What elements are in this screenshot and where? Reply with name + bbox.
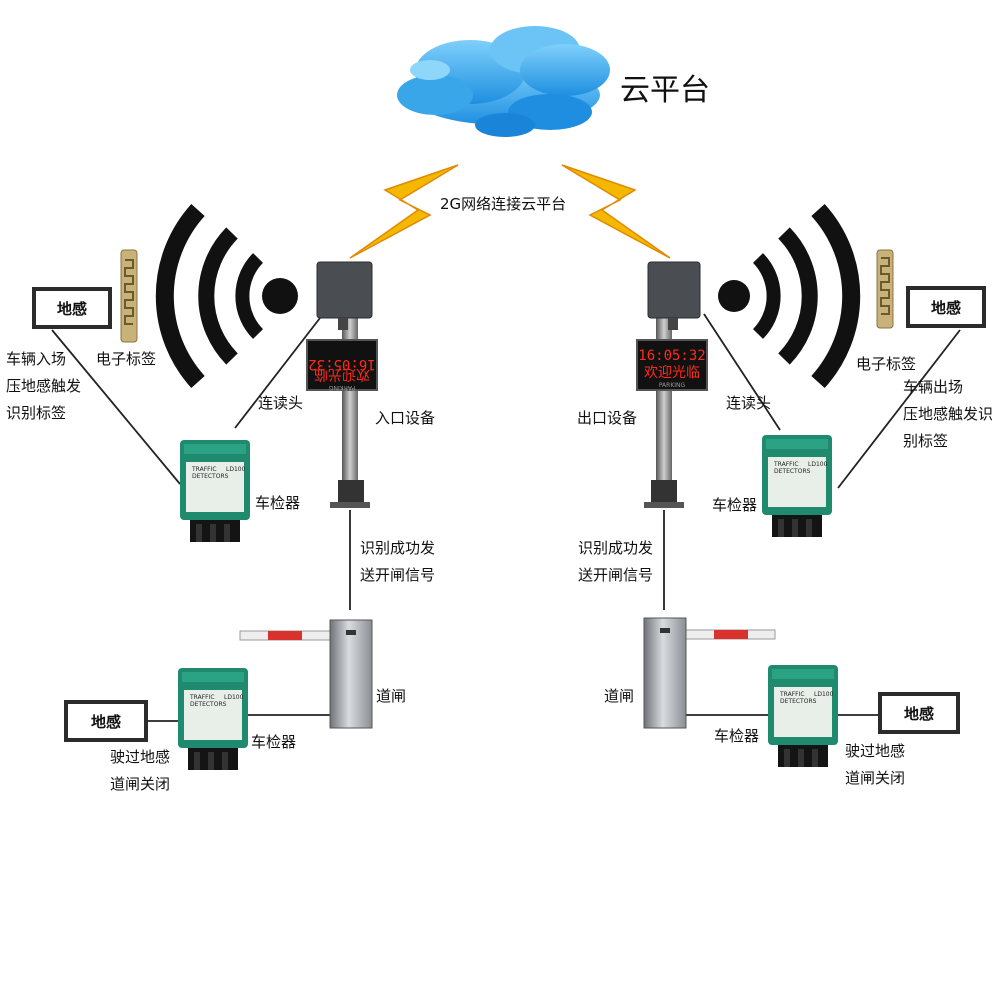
svg-text:LD100: LD100 — [226, 466, 246, 473]
ground-loop-box-right-entry: 地感 — [906, 286, 986, 328]
ground-loop-box-right-exit: 地感 — [878, 692, 960, 734]
svg-text:TRAFFIC: TRAFFIC — [779, 691, 805, 698]
svg-text:DETECTORS: DETECTORS — [192, 473, 229, 480]
detector-label-left-entry: 车检器 — [255, 494, 301, 512]
connector-lines — [51, 313, 961, 722]
svg-text:TRAFFIC: TRAFFIC — [773, 461, 799, 468]
reader-label-left: 连读头 — [258, 394, 304, 412]
svg-text:DETECTORS: DETECTORS — [190, 701, 227, 708]
lightning-icon-left — [349, 164, 459, 259]
entrance-equipment-label: 入口设备 — [375, 409, 436, 427]
svg-text:TRAFFIC: TRAFFIC — [189, 694, 215, 701]
rfid-signal-icon-right — [718, 203, 861, 389]
display-message-right: 欢迎光临 — [644, 365, 700, 381]
detector-label-right-entry: 车检器 — [712, 496, 758, 514]
barrier-gate-right — [643, 617, 776, 729]
rfid-reader-left — [316, 261, 373, 330]
vehicle-detector-left-entry: TRAFFIC DETECTORS LD100 — [180, 440, 250, 542]
exit-equipment-label: 出口设备 — [577, 409, 638, 427]
rfid-reader-right — [647, 261, 701, 330]
network-label: 2G网络连接云平台 — [440, 195, 566, 213]
tag-label-left: 电子标签 — [96, 350, 157, 368]
detector-label-left-exit: 车检器 — [251, 733, 297, 751]
entry-loop-description: 车辆入场 压地感触发 识别标签 — [6, 350, 82, 422]
led-display-right: 16:05:32 欢迎光临 PARKING — [636, 339, 708, 391]
display-message-left: 欢迎光临 — [314, 366, 370, 382]
gate-label-right: 道闸 — [604, 687, 635, 705]
vehicle-detector-right-exit: TRAFFIC DETECTORS LD100 — [768, 665, 838, 767]
exit-loop-description-right: 驶过地感 道闸关闭 — [845, 742, 906, 787]
exit-loop-description-left: 驶过地感 道闸关闭 — [110, 748, 171, 793]
tag-label-right: 电子标签 — [856, 355, 917, 373]
signal-label-left: 识别成功发 送开闸信号 — [360, 539, 436, 584]
rfid-signal-icon-left — [155, 203, 298, 389]
svg-text:LD100: LD100 — [814, 691, 834, 698]
rfid-tag-icon-left — [120, 249, 138, 343]
display-time-left: 16:05:32 — [308, 356, 375, 372]
cloud-platform-title: 云平台 — [620, 73, 710, 108]
detector-label-right-exit: 车检器 — [714, 727, 760, 745]
barrier-gate-left — [239, 619, 373, 729]
display-footer-right: PARKING — [659, 382, 686, 389]
svg-text:DETECTORS: DETECTORS — [780, 698, 817, 705]
svg-text:LD100: LD100 — [224, 694, 244, 701]
svg-text:TRAFFIC: TRAFFIC — [191, 466, 217, 473]
gate-label-left: 道闸 — [376, 687, 407, 705]
ground-loop-box-left-entry: 地感 — [32, 287, 112, 329]
vehicle-detector-left-exit: TRAFFIC DETECTORS LD100 — [178, 668, 248, 770]
reader-label-right: 连读头 — [726, 394, 772, 412]
cloud-icon — [397, 26, 610, 137]
svg-text:LD100: LD100 — [808, 461, 828, 468]
led-display-left: 16:05:32 欢迎光临 PARKING — [306, 339, 378, 391]
vehicle-detector-right-entry: TRAFFIC DETECTORS LD100 — [762, 435, 832, 537]
exit-trigger-description: 车辆出场 压地感触发识 别标签 — [903, 378, 994, 450]
svg-text:DETECTORS: DETECTORS — [774, 468, 811, 475]
display-footer-left: PARKING — [328, 384, 355, 391]
display-time-right: 16:05:32 — [638, 348, 705, 364]
lightning-icon-right — [561, 164, 671, 259]
ground-loop-box-left-exit: 地感 — [64, 700, 148, 742]
rfid-tag-icon-right — [876, 249, 894, 329]
signal-label-right: 识别成功发 送开闸信号 — [578, 539, 654, 584]
